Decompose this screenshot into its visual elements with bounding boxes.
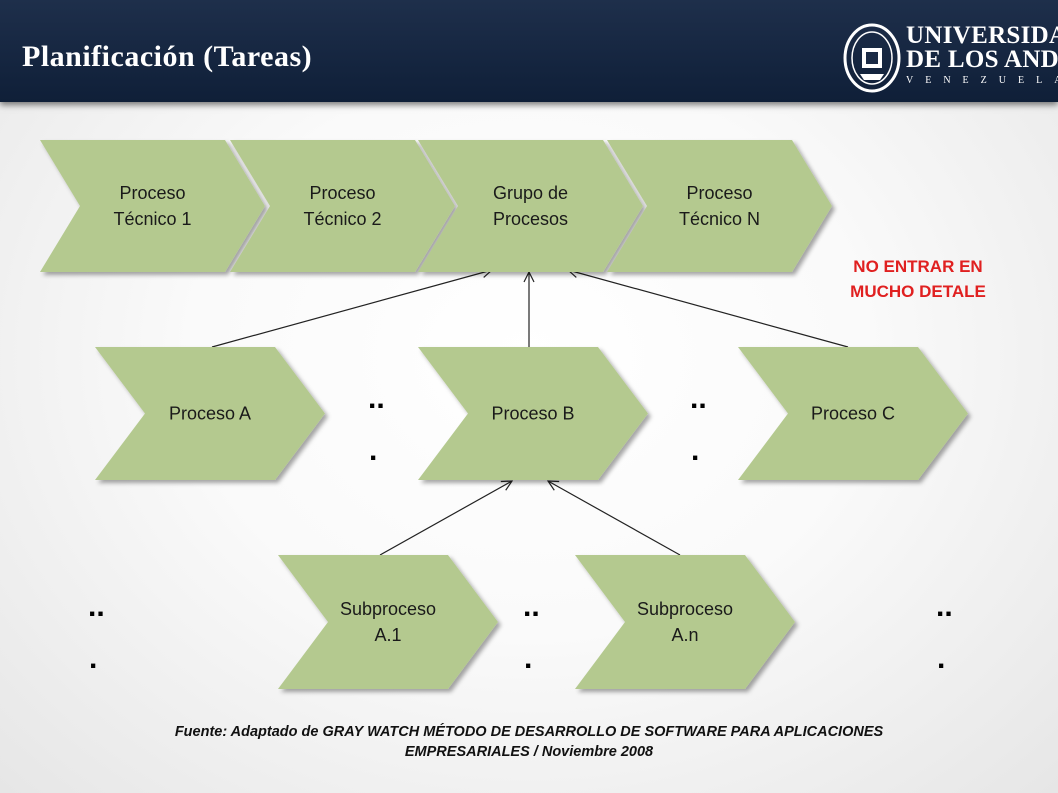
chevron-shape [278,555,498,689]
note-line-2: MUCHO DETALE [850,282,986,301]
chevron-shape [40,140,265,272]
edge-sa1-pb [379,481,512,556]
logo-line-2: DE LOS ANDES [906,46,1058,73]
chevron-node-pa: Proceso A [95,347,325,480]
ellipsis-mid-right-bottom: . [691,434,700,467]
source-line-1: Fuente: Adaptado de GRAY WATCH MÉTODO DE… [174,724,884,740]
note-line-1: NO ENTRAR EN [853,257,983,276]
university-seal-icon [843,23,901,93]
ellipsis-bottom-center-bottom: . [524,642,533,675]
edge-san-pb [548,481,681,556]
chevron-label: Proceso B [491,404,574,424]
note-callout: NO ENTRAR EN MUCHO DETALE [808,254,1028,304]
chevron-shape [418,347,648,480]
ellipsis-mid-left-bottom: . [369,434,378,467]
ellipsis-bottom-left-top: .. [88,590,105,623]
chevron-shape [95,347,325,480]
chevron-label: Proceso A [169,404,251,424]
header-bar: Planificación (Tareas) UNIVERSIDAD DE LO… [0,0,1058,102]
chevron-shape [230,140,455,272]
ellipsis-mid-right-top: .. [690,382,707,415]
source-line-2: EMPRESARIALES / Noviembre 2008 [404,744,654,760]
page-title: Planificación (Tareas) [22,40,313,73]
edge-pc-gp [568,270,849,348]
chevron-node-pb: Proceso B [418,347,648,480]
source-citation: Fuente: Adaptado de GRAY WATCH MÉTODO DE… [40,722,1018,762]
chevron-shape [738,347,968,480]
ellipsis-bottom-center-top: .. [523,590,540,623]
ellipsis-bottom-right-bottom: . [937,642,946,675]
logo-line-1: UNIVERSIDAD [906,22,1058,49]
chevron-shape [607,140,832,272]
chevron-shape [418,140,643,272]
edge-pa-gp [211,270,492,348]
university-logo: UNIVERSIDAD DE LOS ANDES VENEZUELA [840,20,1058,98]
chevron-shape [575,555,795,689]
logo-line-3: VENEZUELA [906,75,1058,86]
ellipsis-mid-left-top: .. [368,382,385,415]
chevron-label: Proceso C [811,404,895,424]
ellipsis-bottom-right-top: .. [936,590,953,623]
ellipsis-bottom-left-bottom: . [89,642,98,675]
chevron-node-pc: Proceso C [738,347,968,480]
